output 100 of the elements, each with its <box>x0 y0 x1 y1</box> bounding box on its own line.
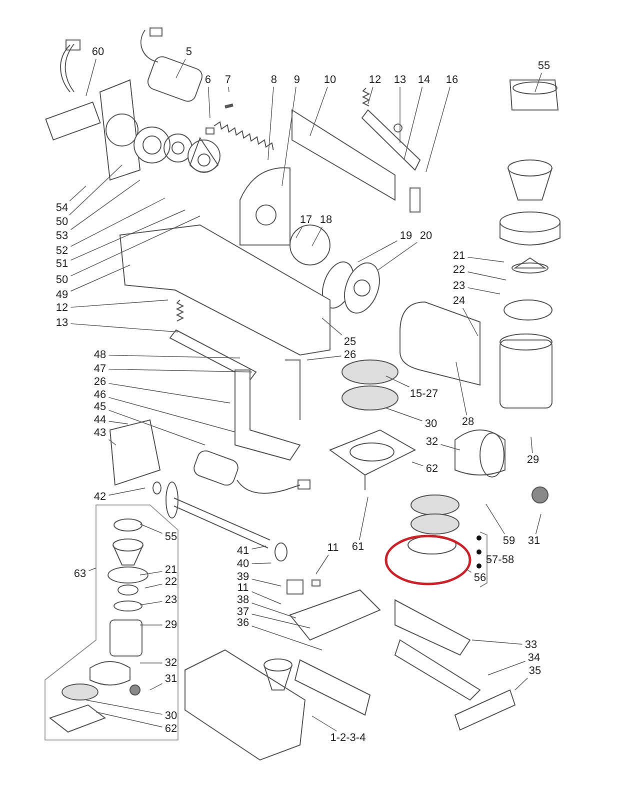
callout-number: 43 <box>92 427 108 439</box>
callout-number: 1-2-3-4 <box>324 732 372 744</box>
leader-line <box>140 601 163 606</box>
callout-number: 15-27 <box>406 388 442 400</box>
callout-number: 45 <box>92 401 108 413</box>
callout-number: 54 <box>54 202 70 214</box>
callout-number: 31 <box>163 673 179 685</box>
leader-line <box>310 86 328 136</box>
callout-number: 48 <box>92 349 108 361</box>
leader-line <box>404 86 423 160</box>
callout-number: 38 <box>235 594 251 606</box>
callout-number: 17 <box>298 214 314 226</box>
callout-number: 52 <box>54 245 70 257</box>
leader-line <box>316 554 329 574</box>
leader-line <box>108 383 230 404</box>
leader-line <box>108 397 236 432</box>
leader-line <box>440 444 460 450</box>
leader-line <box>530 436 533 454</box>
leader-line <box>486 504 505 534</box>
callout-number: 7 <box>223 74 233 86</box>
leader-line <box>251 602 296 618</box>
leader-line <box>312 226 323 246</box>
callout-number: 39 <box>235 571 251 583</box>
callout-number: 42 <box>92 491 108 503</box>
callout-number: 60 <box>90 46 106 58</box>
leader-line <box>268 86 274 160</box>
callout-number: 21 <box>163 564 179 576</box>
callout-number: 55 <box>163 531 179 543</box>
callout-number: 11 <box>325 542 341 554</box>
leader-line <box>150 683 163 690</box>
callout-number: 5 <box>184 46 194 58</box>
callout-number: 50 <box>54 274 70 286</box>
leader-line <box>251 614 310 628</box>
leader-line <box>70 198 166 247</box>
callout-number: 51 <box>54 258 70 270</box>
leader-line <box>467 272 506 280</box>
leader-line <box>86 58 96 96</box>
leader-line <box>386 408 423 422</box>
leader-line <box>251 562 272 564</box>
leader-line <box>108 354 240 358</box>
callout-number: 26 <box>92 376 108 388</box>
leader-line <box>140 662 163 664</box>
leader-line <box>140 571 163 576</box>
callout-number: 20 <box>418 230 434 242</box>
leader-line <box>144 584 163 588</box>
leader-line <box>88 568 96 572</box>
leader-line <box>70 180 140 230</box>
callout-number: 59 <box>501 535 517 547</box>
callout-number: 23 <box>451 280 467 292</box>
leader-line <box>69 186 86 202</box>
callout-number: 18 <box>318 214 334 226</box>
callout-number: 22 <box>451 264 467 276</box>
callout-number: 37 <box>235 606 251 618</box>
callout-number: 19 <box>398 230 414 242</box>
callout-number: 16 <box>444 74 460 86</box>
leader-line <box>108 439 116 446</box>
callout-number: 35 <box>527 665 543 677</box>
leader-line <box>456 362 467 416</box>
callout-number: 56 <box>472 572 488 584</box>
leader-line <box>86 700 163 715</box>
leader-line <box>462 308 478 336</box>
callout-number: 25 <box>342 336 358 348</box>
leader-line <box>140 624 163 626</box>
leader-line <box>70 216 200 276</box>
callout-number: 26 <box>342 349 358 361</box>
callout-number: 8 <box>269 74 279 86</box>
callout-number: 62 <box>163 723 179 735</box>
callout-number: 21 <box>451 250 467 262</box>
leader-line <box>96 712 163 728</box>
leader-line <box>70 300 168 308</box>
callout-number: 30 <box>163 710 179 722</box>
callout-number: 33 <box>523 639 539 651</box>
callout-number: 13 <box>54 317 70 329</box>
callout-number: 41 <box>235 545 251 557</box>
callout-number: 57-58 <box>484 554 516 566</box>
callout-number: 40 <box>235 558 251 570</box>
leader-line <box>472 640 523 645</box>
callout-number: 10 <box>322 74 338 86</box>
leader-line <box>70 323 178 332</box>
callout-number: 13 <box>392 74 408 86</box>
leader-line <box>306 356 342 360</box>
leader-line <box>378 242 418 270</box>
leader-line <box>358 240 398 262</box>
callout-number: 6 <box>203 74 213 86</box>
leader-line <box>140 524 163 534</box>
leader-line <box>312 716 337 732</box>
leader-line <box>534 72 542 92</box>
leader-line <box>69 164 122 216</box>
callout-number: 53 <box>54 230 70 242</box>
leader-line <box>466 568 472 573</box>
leader-line <box>251 626 322 650</box>
leader-line <box>228 86 230 92</box>
callout-number: 50 <box>54 216 70 228</box>
callout-number: 49 <box>54 289 70 301</box>
leader-line <box>251 578 282 586</box>
callout-number: 30 <box>423 418 439 430</box>
callout-number: 46 <box>92 389 108 401</box>
leader-line <box>426 86 450 172</box>
callout-number: 61 <box>350 541 366 553</box>
callout-number: 23 <box>163 594 179 606</box>
